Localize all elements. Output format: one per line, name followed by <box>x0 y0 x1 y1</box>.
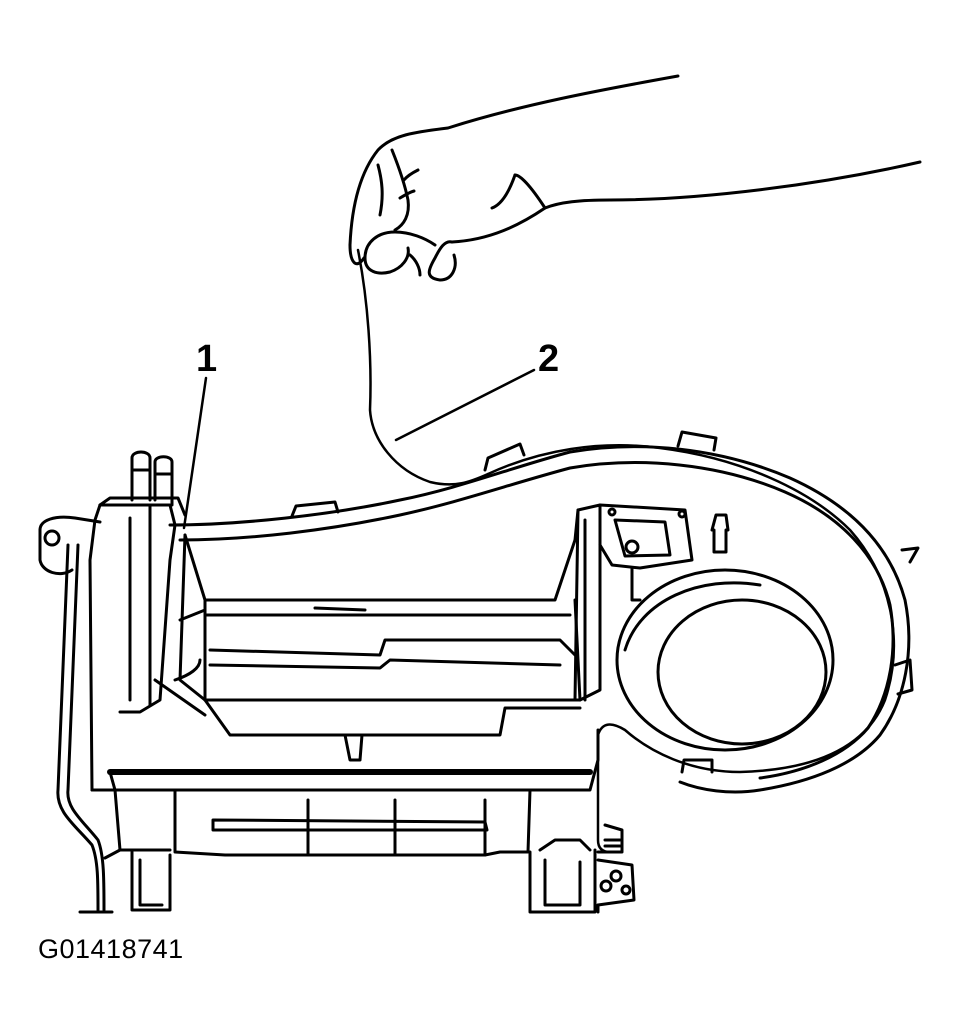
callout-2: 2 <box>538 338 560 380</box>
hand-illustration <box>350 76 920 280</box>
hvac-case <box>40 432 918 912</box>
leader-line-1 <box>184 378 206 528</box>
leader-line-2 <box>396 370 534 440</box>
callout-1: 1 <box>196 338 218 380</box>
figure-id: G01418741 <box>38 934 184 964</box>
